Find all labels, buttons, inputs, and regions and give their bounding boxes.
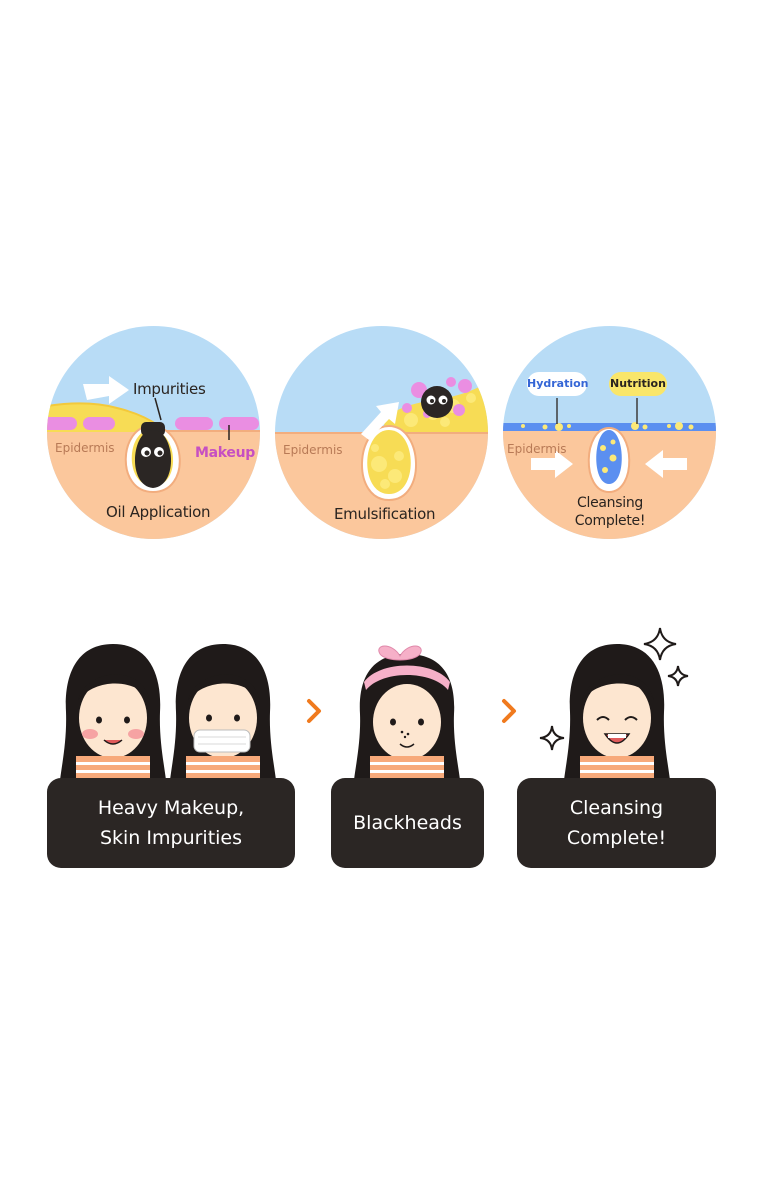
oil-application-illustration xyxy=(47,326,260,539)
girl-mask xyxy=(170,644,276,780)
stage-line-2: Complete! xyxy=(566,827,667,849)
girl-heavy-makeup xyxy=(60,644,166,780)
sparkle-icon xyxy=(539,725,565,751)
blackhead-icon xyxy=(421,386,453,418)
blackhead-icon xyxy=(134,422,172,488)
epidermis-label: Epidermis xyxy=(507,442,567,456)
epidermis-label: Epidermis xyxy=(283,443,343,457)
cleansing-complete-illustration xyxy=(503,326,716,539)
makeup-label: Makeup xyxy=(195,445,255,461)
chevron-right-icon xyxy=(502,699,516,723)
sparkle-icon xyxy=(667,665,689,687)
step-caption: Cleansing Complete! xyxy=(574,495,646,529)
step-caption: Emulsification xyxy=(334,505,436,523)
step-caption: Oil Application xyxy=(106,503,211,521)
stage-line-1: Blackheads xyxy=(353,812,462,834)
girl-blackheads xyxy=(354,645,460,780)
chevron-right-icon xyxy=(307,699,321,723)
epidermis-label: Epidermis xyxy=(55,441,115,455)
step-cleansing-complete: Hydration Nutrition Epidermis Cleansing … xyxy=(503,326,716,539)
sparkle-icon xyxy=(643,627,677,661)
arrow-right-icon xyxy=(361,402,399,440)
stage-line-1: Cleansing xyxy=(569,797,664,819)
stage-line-2: Skin Impurities xyxy=(99,827,243,849)
impurities-label: Impurities xyxy=(133,380,206,398)
stage-line-1: Heavy Makeup, xyxy=(97,797,245,819)
nutrition-badge: Nutrition xyxy=(609,372,667,396)
arrow-right-icon xyxy=(83,376,129,404)
step-oil-application: Impurities Makeup Epidermis Oil Applicat… xyxy=(47,326,260,539)
emulsification-illustration xyxy=(275,326,488,539)
hydration-badge: Hydration xyxy=(527,372,589,396)
step-emulsification: Epidermis Emulsification xyxy=(275,326,488,539)
girl-cleansing-complete xyxy=(564,644,670,780)
stage-box-cleansing-complete: Cleansing Complete! xyxy=(517,778,716,868)
stage-box-heavy-makeup: Heavy Makeup, Skin Impurities xyxy=(47,778,295,868)
arrow-right-icon xyxy=(531,450,573,478)
stage-box-blackheads: Blackheads xyxy=(331,778,484,868)
arrow-left-icon xyxy=(645,450,687,478)
